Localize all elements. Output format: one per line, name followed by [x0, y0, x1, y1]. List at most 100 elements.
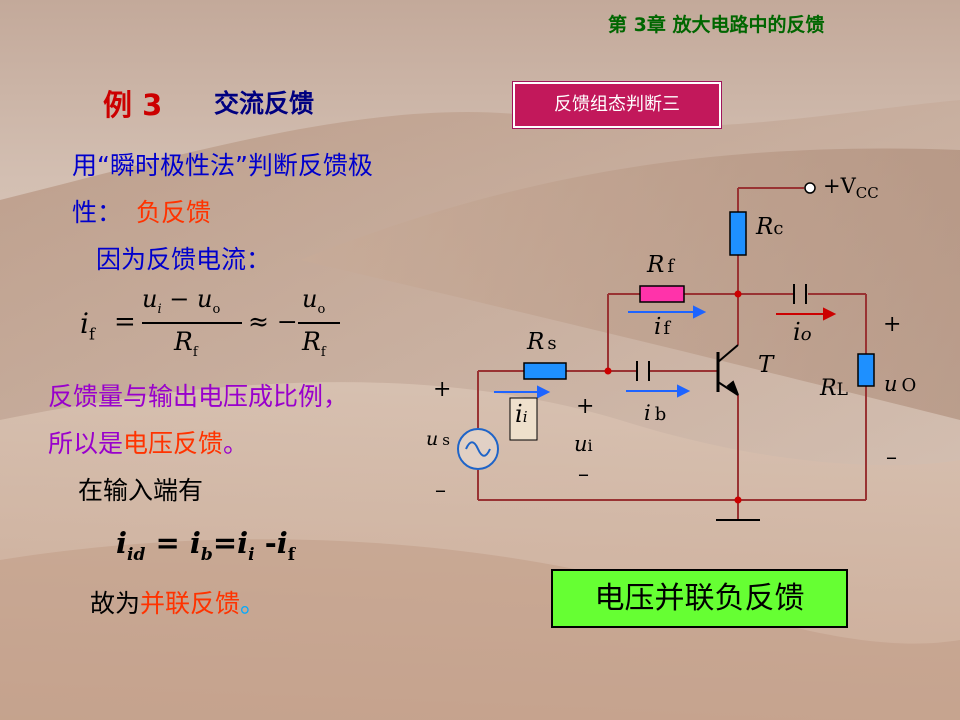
io-label-main: i [793, 318, 801, 346]
example-number: 例 3 [103, 88, 163, 122]
voltage-feedback-line: 所以是电压反馈。 [48, 424, 248, 460]
input-minus: – [435, 478, 446, 503]
conclusion-box: 电压并联负反馈 [551, 569, 848, 628]
uo-label-main: u [884, 372, 898, 396]
rc-label-sub: c [773, 218, 784, 239]
formula-den2: R [302, 327, 321, 356]
formula-num1b-sub: o [212, 301, 221, 317]
method-text-line1: 用“瞬时极性法”判断反馈极 [72, 151, 373, 180]
example-topic: 交流反馈 [214, 89, 315, 118]
feedback-current-formula: if = ui − uo Rf ≈ − uo Rf [80, 285, 360, 365]
formula-lhs: i [80, 307, 89, 340]
resistor-rc-icon [729, 211, 747, 256]
eq-eq1: = [145, 526, 190, 560]
uo-label-sub: O [901, 375, 917, 396]
parallel-feedback-prefix: 故为 [90, 589, 141, 618]
rc-label-main: R [756, 214, 774, 240]
us-label-main: u [426, 428, 439, 450]
rl-label-main: R [820, 376, 837, 401]
output-minus: – [886, 445, 897, 470]
input-plus: + [433, 377, 452, 402]
output-plus: + [883, 312, 902, 337]
formula-frac-line-1 [142, 322, 242, 324]
formula-eq: = [114, 307, 136, 337]
ui-minus: – [578, 462, 589, 487]
rc-label: Rc [756, 214, 783, 240]
voltage-feedback-prefix: 所以是 [48, 429, 124, 458]
feedback-config-tag-label: 反馈组态判断三 [554, 94, 680, 115]
formula-num2: u [302, 285, 318, 313]
vcc-label-main: +V [823, 174, 856, 198]
output-capacitor-icon [793, 284, 807, 304]
junction-dots [604, 290, 742, 504]
parallel-feedback-line: 故为并联反馈。 [90, 584, 265, 620]
rs-label-main: R [527, 329, 545, 355]
method-text-line2-prefix: 性： [72, 198, 123, 227]
vcc-label-sub: CC [855, 184, 879, 203]
chapter-title: 第 3章 放大电路中的反馈 [608, 14, 825, 36]
ui-plus: + [576, 394, 595, 419]
current-arrows [494, 305, 837, 399]
eq-if-sub: f [287, 544, 296, 565]
formula-den2-sub: f [320, 345, 326, 360]
formula-frac-line-2 [298, 322, 340, 324]
resistor-rs-icon [523, 362, 567, 380]
ui-label-main: u [574, 432, 588, 456]
vcc-label: +VCC [823, 174, 879, 202]
rf-label-sub: f [667, 256, 674, 277]
formula-den1: R [174, 327, 193, 356]
eq-ib-sub: b [200, 544, 213, 565]
if-label-main: i [654, 314, 662, 340]
voltage-feedback-suffix: 。 [223, 429, 249, 458]
resistor-rf-icon [639, 285, 685, 303]
formula-approx: ≈ − [248, 307, 298, 336]
current-equation: iid = ib=ii -if [116, 526, 295, 565]
resistor-rl-icon [857, 353, 875, 387]
us-label-sub: s [442, 431, 450, 449]
ac-source-icon [457, 428, 499, 470]
formula-den1-sub: f [192, 345, 198, 360]
result-voltage-feedback: 电压反馈 [123, 429, 224, 458]
feedback-config-tag: 反馈组态判断三 [512, 81, 722, 129]
rl-label-sub: L [836, 380, 848, 400]
reason-text: 因为反馈电流： [96, 245, 272, 274]
formula-num2-sub: o [317, 301, 326, 317]
eq-ii: i [237, 526, 249, 560]
rl-label: RL [820, 376, 848, 401]
formula-minus: − [169, 285, 190, 313]
formula-num1-sub: i [157, 301, 162, 317]
ii-highlight-box [509, 397, 538, 441]
eq-eq2: = [212, 526, 238, 560]
eq-if: i [276, 526, 288, 560]
input-capacitor-icon [636, 361, 650, 381]
vcc-terminal-icon [804, 182, 816, 194]
result-parallel-feedback: 并联反馈 [140, 589, 241, 618]
ui-label: ui [574, 432, 593, 456]
transistor-label: T [758, 352, 774, 378]
formula-num1: u [142, 285, 158, 313]
transistor-symbol [716, 344, 739, 396]
ii-label-sub: i [522, 408, 528, 426]
ii-label-main: i [515, 400, 523, 428]
rf-label-main: R [647, 252, 665, 278]
if-label-sub: f [663, 318, 671, 339]
parallel-feedback-suffix: 。 [240, 589, 266, 618]
proportional-text: 反馈量与输出电压成比例， [48, 382, 349, 411]
io-label-sub: o [800, 324, 812, 345]
method-text-line2: 性： 负反馈 [72, 193, 211, 229]
eq-id: i [116, 526, 128, 560]
ui-label-sub: i [587, 436, 593, 455]
ib-label-main: i [644, 401, 651, 425]
formula-lhs-sub: f [88, 324, 95, 344]
rs-label-sub: s [547, 333, 557, 354]
result-negative-feedback: 负反馈 [135, 198, 211, 227]
io-label: io [793, 318, 812, 346]
